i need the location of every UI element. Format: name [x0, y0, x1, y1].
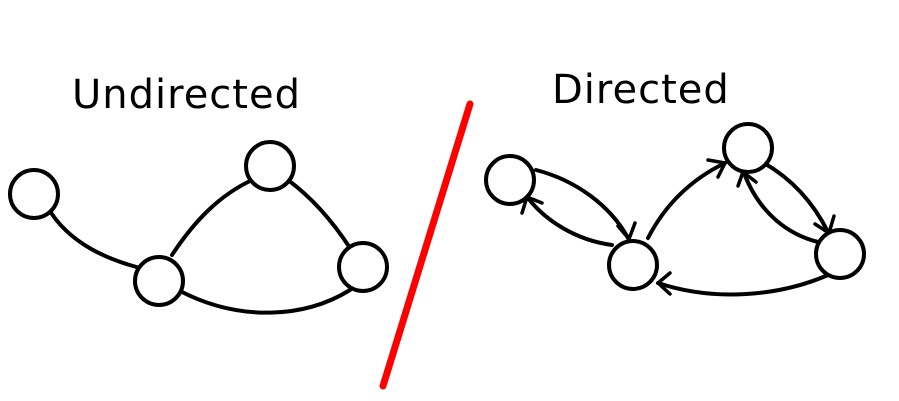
directed-edge-a-to-c — [534, 168, 630, 240]
directed-arrowhead-c-to-b — [706, 158, 727, 179]
directed-edge-d-to-b — [742, 171, 820, 244]
directed-edge-b-to-d — [762, 161, 830, 234]
undirected-node-b — [244, 140, 296, 192]
undirected-node-c — [133, 255, 185, 307]
undirected-node-d — [337, 241, 389, 293]
undirected-edge-b-d — [286, 178, 352, 250]
directed-title: Directed — [552, 67, 730, 113]
directed-edge-c-to-b — [646, 161, 727, 240]
undirected-nodes — [8, 140, 389, 307]
directed-node-d — [814, 228, 866, 280]
directed-node-c — [607, 239, 659, 291]
undirected-panel: Undirected — [8, 72, 389, 315]
undirected-edges — [46, 178, 352, 315]
directed-edges — [520, 158, 836, 297]
undirected-edge-c-b — [170, 178, 254, 257]
undirected-edge-c-d — [178, 288, 352, 315]
directed-arrowhead-a-to-c — [616, 221, 637, 241]
directed-nodes — [484, 122, 866, 291]
undirected-node-a — [8, 168, 60, 220]
undirected-edge-a-c — [46, 206, 142, 270]
directed-node-b — [722, 122, 774, 174]
directed-edge-c-to-a — [526, 196, 614, 247]
divider-line — [379, 100, 474, 390]
directed-node-a — [484, 154, 536, 206]
directed-panel: Directed — [484, 67, 866, 297]
undirected-title: Undirected — [72, 72, 301, 118]
directed-arrowhead-d-to-c — [656, 271, 672, 296]
directed-edge-d-to-c — [656, 273, 830, 297]
